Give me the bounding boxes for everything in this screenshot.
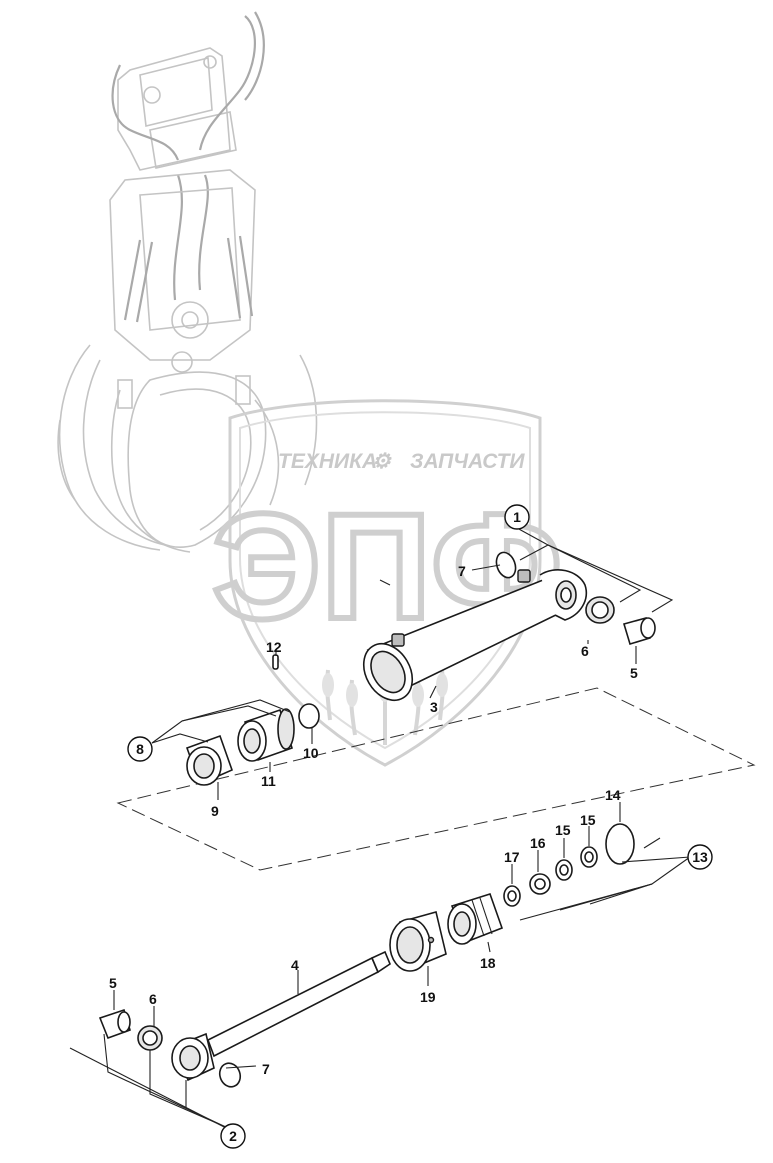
label-11: 11	[261, 773, 276, 789]
bushing-bottom-part	[137, 1025, 163, 1051]
backup-ring-b-part	[580, 846, 598, 868]
callout-13: 13	[687, 844, 713, 870]
callout-8: 8	[127, 736, 153, 762]
label-7-top: 7	[458, 563, 466, 579]
o-ring-part	[298, 703, 320, 729]
seal-pack-part	[447, 893, 504, 945]
pin-part	[272, 654, 279, 670]
label-18: 18	[480, 955, 496, 971]
bushing-top-part	[585, 596, 615, 624]
label-14: 14	[605, 787, 621, 803]
callout-1-label: 1	[513, 509, 521, 525]
label-10: 10	[303, 745, 319, 761]
label-5-bottom: 5	[109, 975, 117, 991]
callout-13-label: 13	[692, 849, 708, 865]
piston-part	[389, 911, 447, 972]
label-12: 12	[266, 639, 282, 655]
wear-ring-part	[529, 873, 551, 895]
watermark-left-word: ТЕХНИКА	[278, 450, 377, 473]
callout-2-label: 2	[229, 1128, 237, 1144]
cylinder-head-part	[237, 708, 295, 762]
cylinder-barrel-part	[362, 569, 587, 702]
label-15b: 15	[580, 812, 596, 828]
o-ring-large-part	[605, 823, 635, 865]
callout-1: 1	[504, 504, 530, 530]
watermark-right-word: ЗАПЧАСТИ	[410, 450, 525, 473]
label-4: 4	[291, 957, 299, 973]
label-5-top: 5	[630, 665, 638, 681]
leader-lines	[69, 527, 691, 1131]
label-15a: 15	[555, 822, 571, 838]
piston-rod-part	[206, 950, 391, 1058]
label-16: 16	[530, 835, 546, 851]
snap-ring-bottom-part	[218, 1062, 242, 1088]
label-6-top: 6	[581, 643, 589, 659]
label-3: 3	[430, 699, 438, 715]
snap-ring-top-part	[495, 551, 517, 579]
rod-eye-part	[171, 1032, 215, 1082]
watermark-logo: ТЕХНИКА ⚙ ЗАПЧАСТИ ЭПФ	[209, 399, 565, 767]
watermark-gear-icon: ⚙	[372, 450, 392, 473]
label-6-bottom: 6	[149, 991, 157, 1007]
label-17: 17	[504, 849, 520, 865]
sleeve-top-part	[622, 617, 656, 645]
label-9: 9	[211, 803, 219, 819]
callout-8-label: 8	[136, 741, 144, 757]
label-19: 19	[420, 989, 436, 1005]
backup-ring-a-part	[555, 859, 573, 881]
guide-ring-part	[503, 885, 521, 907]
label-7-bottom: 7	[262, 1061, 270, 1077]
assembly-alignment-frame	[116, 687, 756, 871]
sleeve-bottom-part	[98, 1008, 131, 1040]
gland-nut-part	[185, 734, 234, 786]
callout-2: 2	[220, 1123, 246, 1149]
